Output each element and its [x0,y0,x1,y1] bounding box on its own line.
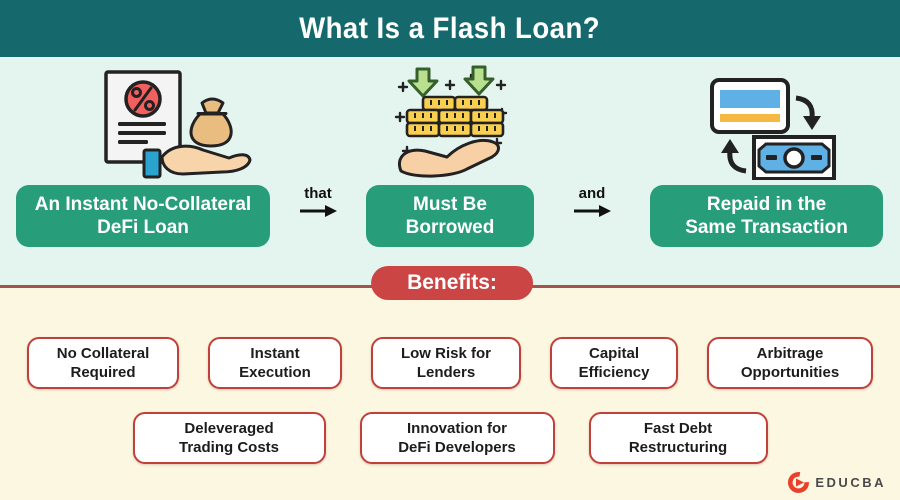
benefits-heading: Benefits: [407,271,497,294]
borrow-coins-icon-svg [394,65,508,178]
benefit-label-line: Instant [250,344,300,362]
repay-exchange-icon [700,75,850,181]
flow-step-instant-loan: An Instant No-Collateral DeFi Loan [16,185,270,247]
benefit-label-line: Efficiency [578,364,650,381]
benefit-label-line: Fast Debt [643,419,713,437]
benefit-box-no-collateral: No Collateral Required [27,337,179,389]
benefit-label-line: Restructuring [628,439,728,456]
flow-step-must-be-borrowed: Must Be Borrowed [366,185,534,247]
flow-step-repaid-same-transaction: Repaid in the Same Transaction [650,185,883,247]
benefit-box-deleveraged-costs: Deleveraged Trading Costs [132,412,326,464]
benefit-label-line: No Collateral [56,344,150,362]
benefit-label-line: Capital [588,344,639,362]
benefit-box-fast-debt-restructuring: Fast Debt Restructuring [588,412,768,464]
right-arrow-icon [574,205,611,217]
benefit-box-instant-execution: Instant Execution [208,337,342,389]
educba-logo[interactable]: EDUCBA [787,471,886,494]
benefit-label-line: Arbitrage [756,344,824,362]
step-label-line: An Instant No-Collateral [34,193,252,215]
benefit-label-line: Innovation for [407,419,507,437]
educba-logo-icon [788,472,810,493]
benefits-heading-pill: Benefits: [371,266,533,300]
right-arrow-icon [300,205,337,217]
loan-document-icon [90,69,265,181]
flow-connector-that: that [286,185,350,218]
benefit-label-line: Deleveraged [184,419,274,437]
header-bar: What Is a Flash Loan? [0,0,900,57]
connector-label: and [578,185,606,202]
benefit-label-line: DeFi Developers [398,439,516,456]
step-label-line: Borrowed [405,217,495,238]
benefit-label-line: Lenders [416,364,476,381]
benefit-box-capital-efficiency: Capital Efficiency [550,337,678,389]
step-label-line: DeFi Loan [97,217,189,238]
repay-exchange-icon-svg [710,78,836,181]
educba-logo-text: EDUCBA [815,475,886,490]
benefit-box-arbitrage: Arbitrage Opportunities [707,337,873,389]
benefit-label-line: Execution [239,364,311,381]
benefit-label-line: Trading Costs [178,439,279,456]
flow-section: An Instant No-Collateral DeFi Loan that … [0,57,900,285]
benefit-label-line: Opportunities [740,364,840,381]
benefits-row-1: No Collateral Required Instant Execution… [0,337,900,389]
flow-connector-and: and [560,185,624,218]
step-label-line: Repaid in the [706,193,827,215]
benefits-section: No Collateral Required Instant Execution… [0,285,900,500]
benefit-box-low-risk: Low Risk for Lenders [371,337,521,389]
benefit-box-defi-innovation: Innovation for DeFi Developers [359,412,555,464]
benefit-label-line: Low Risk for [400,344,491,362]
step-label-line: Same Transaction [685,217,848,238]
page-title: What Is a Flash Loan? [299,11,601,45]
benefits-row-2: Deleveraged Trading Costs Innovation for… [0,412,900,464]
loan-document-icon-svg [104,70,252,179]
step-label-line: Must Be [413,193,487,215]
benefit-label-line: Required [70,364,136,381]
connector-label: that [304,185,332,202]
borrow-coins-icon [393,65,509,179]
